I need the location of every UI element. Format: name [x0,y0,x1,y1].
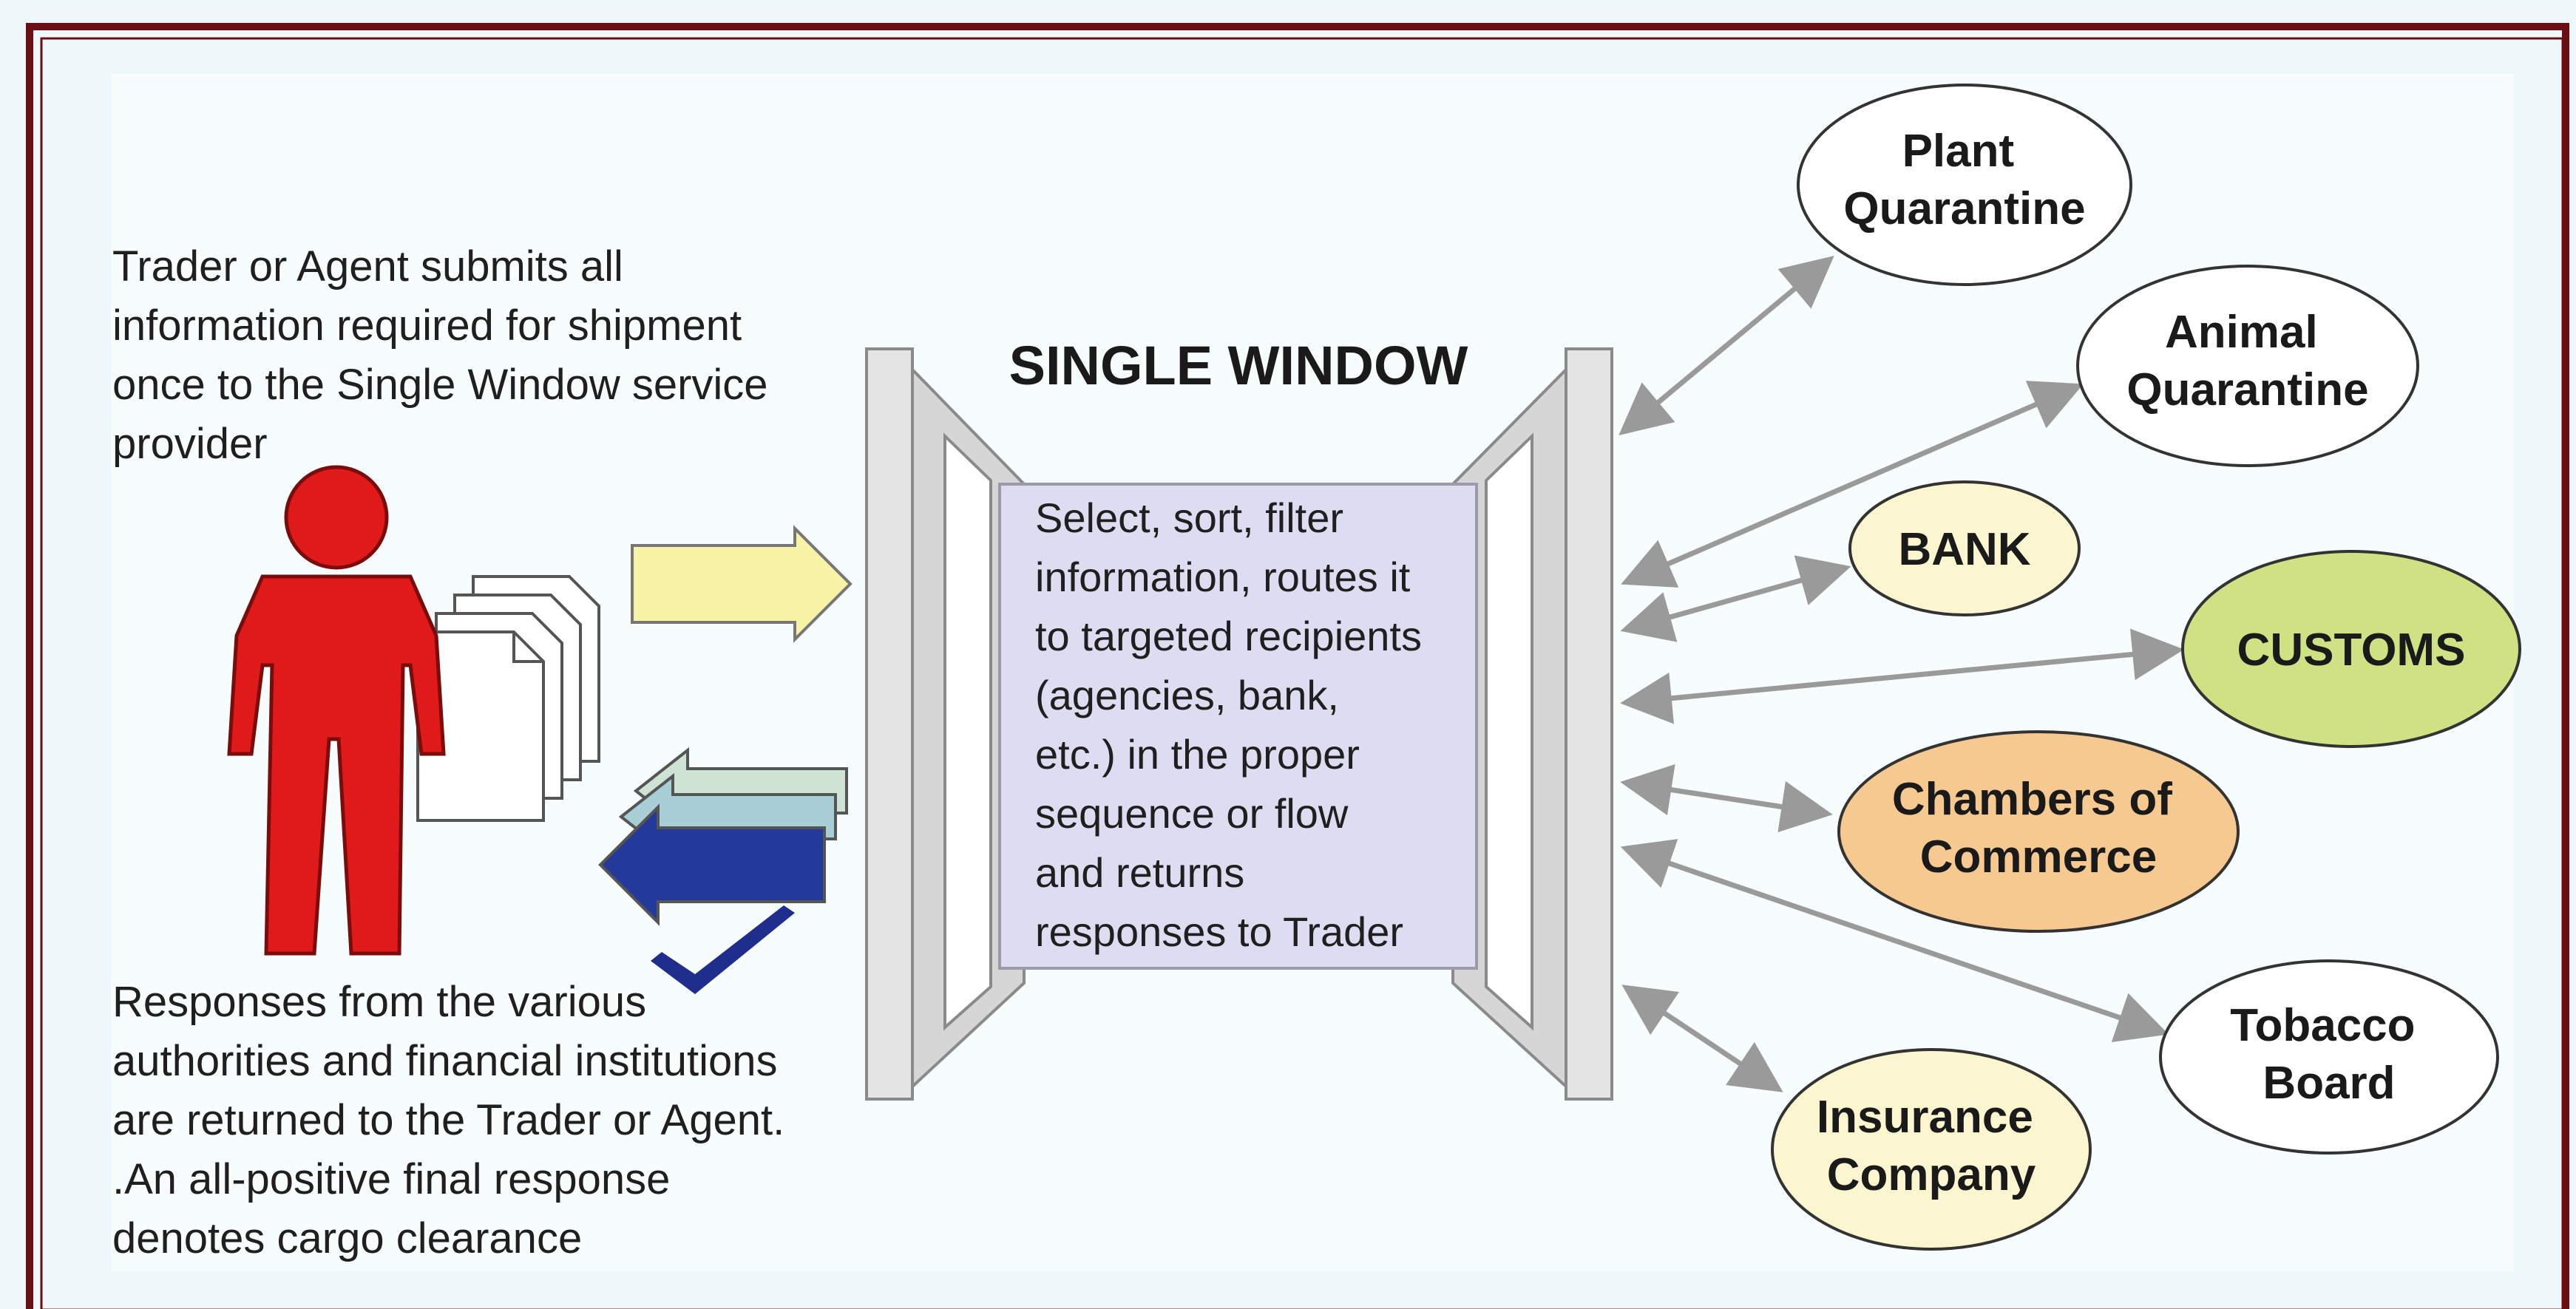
window-text-line: responses to Trader [1035,908,1403,955]
window-text-line: (agencies, bank, [1035,672,1339,718]
arrow-bank [1620,555,1851,642]
trader-person-icon [227,465,446,956]
agency-insurance-company: Insurance Company [1771,1048,2092,1251]
agency-label-line: Quarantine [1843,183,2085,234]
documents-icon [416,575,600,822]
agency-label-line: Board [2263,1058,2395,1109]
agency-label: BANK [1898,524,2030,575]
arrow-customs [1620,628,2184,724]
response-text-line: authorities and financial institutions [112,1037,778,1085]
trader-text-line: Trader or Agent submits all [112,242,623,290]
response-text-line: Responses from the various [112,978,646,1026]
response-text-line: are returned to the Trader or Agent. [112,1096,784,1144]
agency-label: CUSTOMS [2237,625,2466,676]
arrow-insurance [1621,985,1783,1092]
arrow-tobacco [1620,839,2169,1042]
window-text-line: Select, sort, filter [1035,494,1343,541]
window-panel [998,483,1478,970]
agency-label-line: Insurance [1817,1092,2033,1143]
response-text-line: .An all-positive final response [112,1155,670,1203]
agency-label: Insurance Company [1817,1092,2046,1200]
agency-label-line: Tobacco [2230,1000,2415,1051]
window-text-line: etc.) in the proper [1035,731,1360,778]
trader-text-line: provider [112,420,268,468]
agency-bank-shape [1848,480,2081,616]
agency-insurance-company-shape [1771,1048,2092,1251]
title: SINGLE WINDOW [1009,335,1468,396]
agency-label-line: Animal [2165,307,2318,358]
window-text-line: information, routes it [1035,554,1411,600]
agency-label: Plant Quarantine [1843,126,2085,234]
agency-label-line: CUSTOMS [2237,625,2466,676]
single-window-frame [865,347,1613,1101]
agency-label-line: BANK [1898,524,2030,575]
trader-text: Trader or Agent submits all information … [112,242,780,468]
agency-label: Tobacco Board [2230,1000,2428,1109]
window-text-line: sequence or flow [1035,790,1349,837]
window-text: Select, sort, filter information, routes… [1035,494,1434,955]
submit-arrow-icon [631,525,853,643]
agency-tobacco-board-shape [2159,959,2499,1155]
check-icon [651,905,795,994]
agency-plant-quarantine-shape [1797,84,2132,286]
agency-label-line: Quarantine [2126,364,2368,415]
agency-label-line: Company [1827,1149,2036,1200]
agency-label-line: Plant [1902,126,2015,177]
window-text-line: to targeted recipients [1035,613,1422,659]
agency-label-line: Commerce [1920,832,2157,883]
response-text-line: denotes cargo clearance [112,1214,582,1262]
agency-animal-quarantine: Animal Quarantine [2076,265,2419,467]
inner-frame [40,37,2564,1309]
window-text-line: and returns [1035,849,1244,896]
arrow-chambers [1620,764,1833,833]
agency-chambers-of-commerce: Chambers of Commerce [1837,730,2240,933]
response-text: Responses from the various authorities a… [112,978,796,1262]
agency-label: Animal Quarantine [2126,307,2368,415]
agency-tobacco-board: Tobacco Board [2159,959,2499,1155]
agency-chambers-of-commerce-shape [1837,730,2240,933]
agency-label-line: Chambers of [1892,774,2172,825]
trader-text-line: once to the Single Window service [112,361,768,409]
agency-plant-quarantine: Plant Quarantine [1797,84,2132,286]
return-arrows-icon [598,747,848,926]
agency-animal-quarantine-shape [2076,265,2419,467]
agency-customs-shape [2181,550,2521,748]
agency-bank: BANK [1848,480,2081,616]
agency-customs: CUSTOMS [2181,550,2521,748]
connector-arrows [1619,256,2184,1092]
agency-label: Chambers of Commerce [1892,774,2185,883]
trader-text-line: information required for shipment [112,302,742,350]
arrow-animal-quarantine [1621,381,2084,588]
